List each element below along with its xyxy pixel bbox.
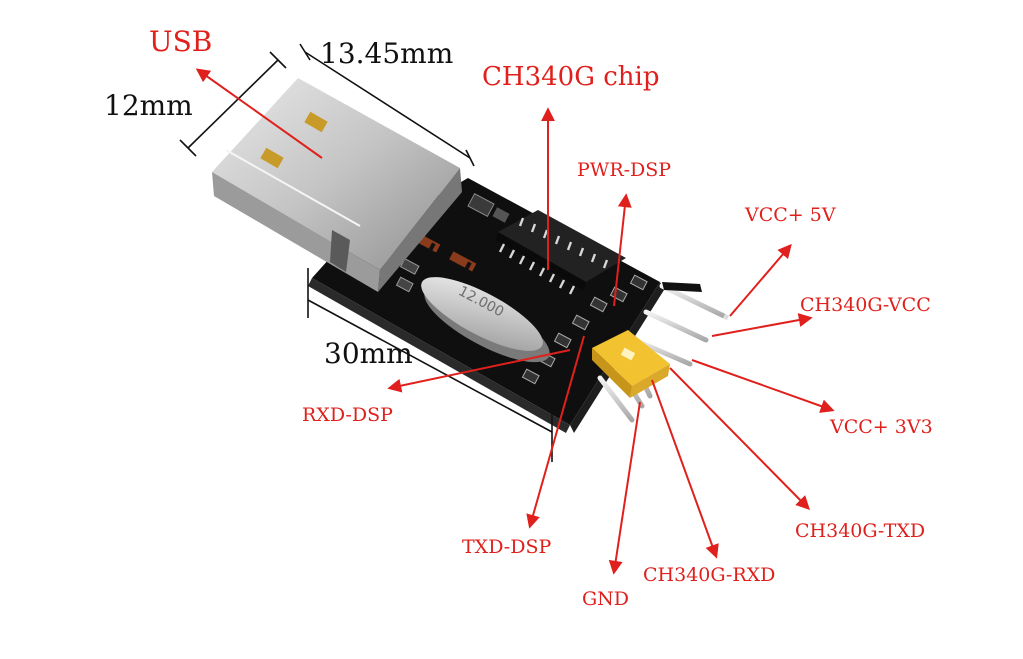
label-gnd: GND xyxy=(582,588,630,610)
label-rxd-dsp: RXD-DSP xyxy=(302,404,393,426)
jumper-cap xyxy=(592,330,670,398)
dim-1345mm xyxy=(304,51,471,159)
label-pwr-dsp: PWR-DSP xyxy=(577,159,672,181)
label-ch340g-txd: CH340G-TXD xyxy=(795,520,926,542)
leader-arrows xyxy=(195,68,835,575)
arrow-usb xyxy=(195,68,323,159)
label-vcc-3v3: VCC+ 3V3 xyxy=(830,416,933,438)
label-width-12mm: 12mm xyxy=(104,89,193,122)
label-ch340g-chip: CH340G chip xyxy=(482,62,660,92)
dim-30mm xyxy=(307,299,553,433)
dim-12mm xyxy=(187,59,279,149)
label-usb: USB xyxy=(149,25,213,58)
label-ch340g-rxd: CH340G-RXD xyxy=(643,564,776,586)
label-txd-dsp: TXD-DSP xyxy=(462,536,552,558)
arrow-pwr-dsp xyxy=(613,193,632,307)
arrow-rxd-dsp xyxy=(387,349,571,393)
arrow-ch340g-rxd xyxy=(651,379,719,559)
label-length-30mm: 30mm xyxy=(324,337,413,370)
ch340g-ic xyxy=(496,210,626,295)
usb-connector xyxy=(212,78,462,292)
arrow-ch340g-txd xyxy=(669,367,810,510)
arrow-ch340g-vcc xyxy=(711,313,813,337)
arrow-txd-dsp xyxy=(526,335,585,529)
arrow-gnd xyxy=(608,401,641,575)
label-length-1345mm: 13.45mm xyxy=(320,37,454,70)
label-vcc-5v: VCC+ 5V xyxy=(745,204,836,226)
dimension-lines xyxy=(179,43,553,462)
arrow-vcc-3v3 xyxy=(691,359,835,413)
arrow-vcc-5v xyxy=(729,243,792,317)
label-ch340g-vcc: CH340G-VCC xyxy=(800,294,931,316)
